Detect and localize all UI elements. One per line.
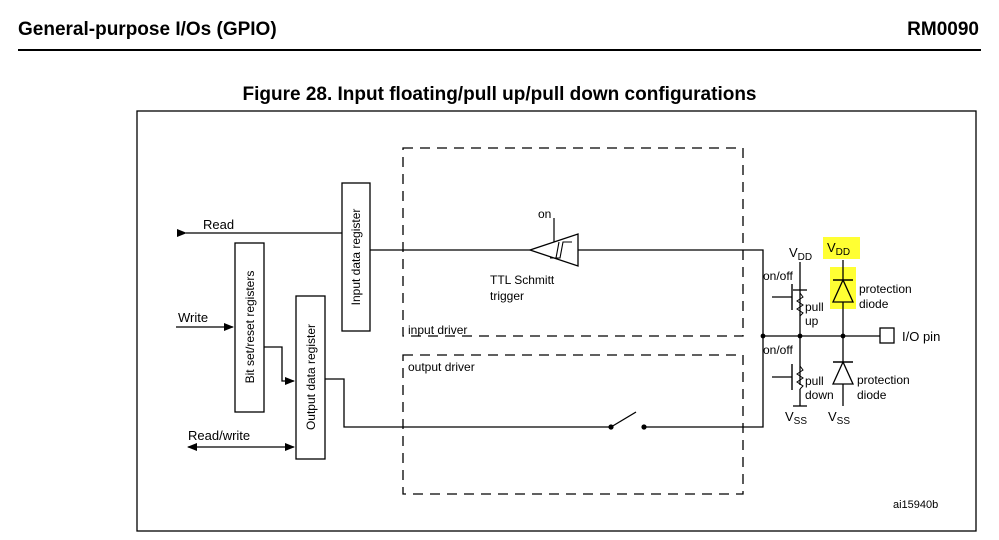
figure-frame	[136, 110, 977, 532]
lower-protection-label-line1: protection	[857, 373, 910, 387]
input-driver-region	[402, 147, 744, 337]
input-data-register-block	[341, 182, 371, 332]
input-driver-label: input driver	[408, 323, 467, 337]
pull-down-label-line1: pull	[805, 374, 824, 388]
output-driver-region	[402, 354, 744, 495]
lower-protection-diode	[831, 336, 855, 406]
schmitt-label-line2: trigger	[490, 289, 524, 303]
write-label: Write	[178, 310, 208, 325]
document-id: RM0090	[907, 19, 979, 40]
output-register-wire	[325, 378, 609, 428]
schmitt-trigger-symbol	[527, 218, 579, 267]
upper-protection-diode	[831, 260, 855, 336]
io-pin-box	[879, 327, 895, 344]
read-label: Read	[203, 217, 234, 232]
bit-set-reset-label: Bit set/reset registers	[243, 271, 257, 384]
output-data-register-label: Output data register	[304, 324, 318, 430]
vdd-highlight	[823, 237, 860, 259]
pull-up-transistor	[772, 262, 807, 336]
bsrr-to-odr-wire	[264, 346, 295, 385]
upper-protection-label-line2: diode	[859, 297, 889, 311]
pull-down-transistor	[772, 336, 807, 407]
output-data-register-block	[295, 295, 326, 460]
vdd-pullup-label: VDD	[789, 245, 812, 263]
output-switch	[608, 411, 647, 430]
vss-diode-label: VSS	[828, 409, 850, 427]
header-rule	[18, 49, 981, 51]
schmitt-to-pin-wire	[578, 249, 764, 336]
schmitt-label-line1: TTL Schmitt	[490, 273, 555, 287]
vss-pulldown-label: VSS	[785, 409, 807, 427]
read-write-label: Read/write	[188, 428, 250, 443]
figure-title: Figure 28. Input floating/pull up/pull d…	[242, 84, 757, 105]
bit-set-reset-block	[234, 242, 265, 413]
pull-down-switch-label: on/off	[763, 343, 793, 357]
figure-reference: ai15940b	[893, 499, 938, 511]
vdd-diode-label: VDD	[827, 240, 850, 258]
section-title: General-purpose I/Os (GPIO)	[18, 19, 277, 40]
schmitt-state-label: on	[538, 207, 551, 221]
switch-to-pin-wire	[646, 336, 764, 428]
pull-up-switch-label: on/off	[763, 269, 793, 283]
output-driver-label: output driver	[408, 360, 475, 374]
pull-down-label-line2: down	[805, 388, 834, 402]
lower-protection-label-line2: diode	[857, 388, 887, 402]
upper-protection-label-line1: protection	[859, 282, 912, 296]
input-data-register-label: Input data register	[349, 209, 363, 306]
pull-up-label-line2: up	[805, 314, 819, 328]
io-pin-label: I/O pin	[902, 329, 940, 344]
pull-up-label-line1: pull	[805, 300, 824, 314]
